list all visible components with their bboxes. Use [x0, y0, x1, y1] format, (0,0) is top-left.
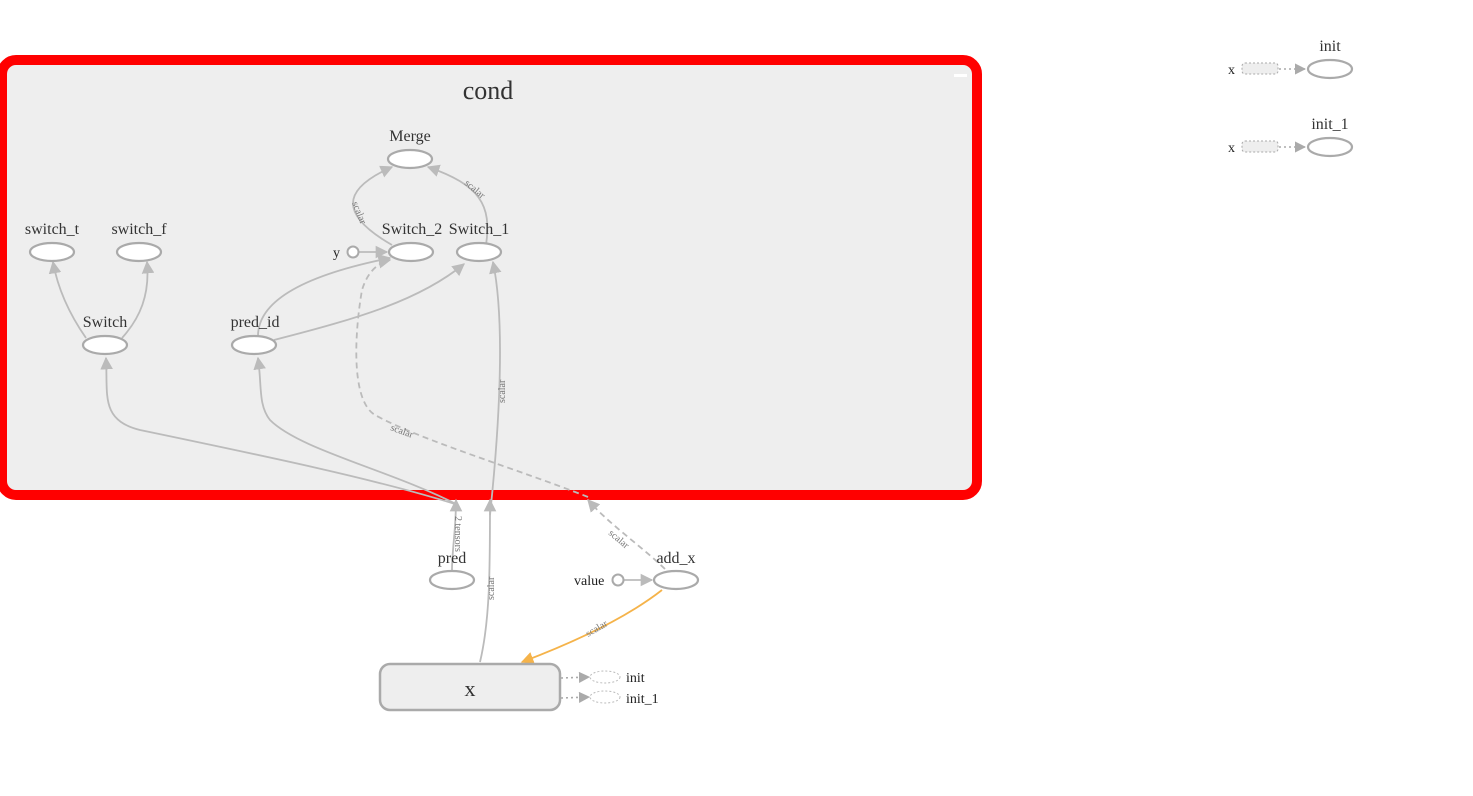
variable-node[interactable] [378, 662, 562, 712]
node-label: Switch [83, 314, 127, 331]
edge-x-out [479, 498, 497, 663]
node-label: switch_f [111, 221, 167, 238]
op-node[interactable] [455, 241, 503, 263]
edge-label-x-switch1: scalar [497, 379, 508, 403]
op-node[interactable] [1306, 58, 1354, 80]
edge-label-addx-out: scalar [606, 528, 631, 552]
node-label: switch_t [25, 221, 80, 238]
aux-input-label: x [1228, 141, 1235, 156]
node-pred[interactable]: pred [428, 550, 476, 591]
annotation-node[interactable] [589, 670, 621, 684]
aux-node-init[interactable]: init x [1228, 38, 1354, 80]
edge-label-x-out: scalar [486, 576, 497, 600]
op-node[interactable] [386, 148, 434, 170]
edge-label-addx-x: scalar [584, 618, 610, 640]
op-node[interactable] [115, 241, 163, 263]
aux-input-node[interactable] [1241, 140, 1279, 153]
node-label: Switch_1 [449, 221, 509, 238]
annotation-node[interactable] [589, 690, 621, 704]
edge-x-init [560, 671, 591, 683]
node-label: value [574, 574, 604, 589]
edge-addx-x-ref [520, 589, 663, 664]
node-label: y [333, 246, 340, 261]
edge-pred-predid [253, 356, 459, 506]
edge-addx-switch2 [355, 256, 589, 498]
edge-pred-out [449, 498, 463, 571]
op-node[interactable] [387, 241, 435, 263]
op-node[interactable] [81, 334, 129, 356]
edge-switch1-merge [426, 164, 489, 246]
node-value-const[interactable]: value [574, 573, 625, 589]
node-pred-id[interactable]: pred_id [230, 314, 280, 356]
edge-x-init1 [560, 691, 591, 703]
aux-node-init-1[interactable]: init_1 x [1228, 116, 1354, 158]
node-label: init_1 [1311, 116, 1348, 133]
node-label: Switch_2 [382, 221, 442, 238]
node-switch-t[interactable]: switch_t [25, 221, 80, 263]
edge-switch-switcht [48, 260, 87, 339]
const-node[interactable] [346, 245, 360, 259]
node-label: init [1319, 38, 1341, 55]
node-add-x[interactable]: add_x [652, 550, 700, 591]
x-annotation-init-1[interactable]: init_1 [589, 690, 659, 707]
node-merge[interactable]: Merge [386, 128, 434, 170]
edge-pred-switch [100, 356, 459, 506]
edge-predid-switch1 [273, 263, 465, 341]
annotation-label: init_1 [626, 692, 659, 707]
edge-switch-switchf [121, 260, 155, 339]
node-label: pred [438, 550, 466, 567]
node-switch-f[interactable]: switch_f [111, 221, 167, 263]
op-node[interactable] [428, 569, 476, 591]
op-node[interactable] [28, 241, 76, 263]
cond-group[interactable]: cond [0, 55, 982, 500]
node-switch-1[interactable]: Switch_1 [449, 221, 509, 263]
aux-input-label: x [1228, 63, 1235, 78]
edge-predid-switch2 [257, 254, 392, 337]
cond-group-box[interactable] [0, 55, 982, 500]
edge-x-switch1 [489, 260, 502, 516]
node-y-const[interactable]: y [333, 245, 360, 261]
node-x[interactable]: x [378, 662, 562, 712]
op-node[interactable] [1306, 136, 1354, 158]
edges [48, 164, 666, 703]
aux-input-node[interactable] [1241, 62, 1279, 75]
node-label: Merge [389, 128, 430, 145]
const-node[interactable] [611, 573, 625, 587]
op-node[interactable] [652, 569, 700, 591]
cond-group-title: cond [463, 76, 514, 105]
edge-label-pred-tensors: 2 tensors [452, 516, 463, 552]
node-switch[interactable]: Switch [81, 314, 129, 356]
node-switch-2[interactable]: Switch_2 [382, 221, 442, 263]
op-node[interactable] [230, 334, 278, 356]
annotation-label: init [626, 671, 645, 686]
edge-switch2-merge [352, 165, 394, 246]
edge-addx-out [587, 499, 666, 570]
node-label: pred_id [231, 314, 280, 331]
node-label: add_x [656, 550, 695, 567]
x-annotation-init[interactable]: init [589, 670, 645, 686]
node-label: x [465, 676, 476, 701]
collapse-group-button[interactable] [954, 74, 967, 77]
